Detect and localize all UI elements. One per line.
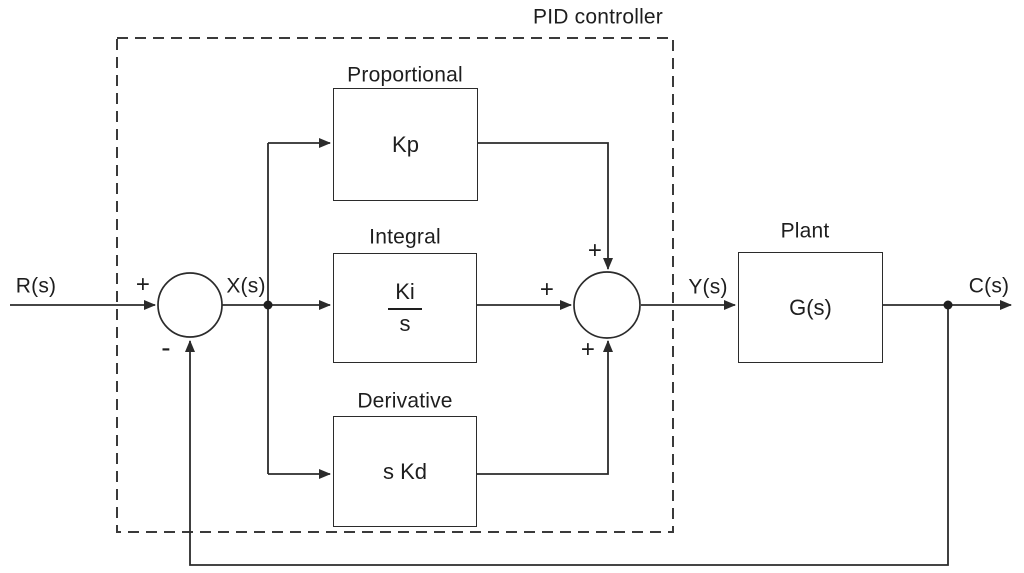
error-summing-junction [157,272,223,338]
output-signal-label: C(s) [968,274,1010,298]
proportional-output-line [478,142,613,270]
output-pickoff-node [943,300,953,310]
proportional-block: Kp [333,88,478,201]
input-signal-label: R(s) [15,274,57,298]
error-junction-plus-sign: + [135,271,151,298]
pid-controller-boundary [116,37,674,533]
derivative-title: Derivative [357,389,453,413]
integral-gain-denominator: s [399,310,411,336]
derivative-block: s Kd [333,416,477,527]
integral-gain-numerator: Ki [388,280,422,310]
error-signal-label: X(s) [226,274,266,298]
plant-block: G(s) [738,252,883,363]
output-junction-top-plus-sign: + [587,237,603,264]
plant-title: Plant [780,219,830,243]
error-junction-minus-sign: - [161,332,171,363]
proportional-title: Proportional [347,63,463,87]
integral-block: Ki s [333,253,477,363]
output-junction-bottom-plus-sign: + [580,336,596,363]
pid-controller-title: PID controller [532,5,664,29]
integral-gain-fraction: Ki s [388,280,422,335]
integral-title: Integral [369,225,441,249]
plant-transfer-label: G(s) [789,294,832,320]
output-junction-left-plus-sign: + [539,276,555,303]
feedback-line [185,305,949,566]
proportional-gain-label: Kp [392,131,419,157]
control-signal-label: Y(s) [688,275,728,299]
derivative-gain-label: s Kd [382,458,428,484]
error-pickoff-node [263,300,273,310]
derivative-output-line [477,340,613,475]
output-summing-junction [573,271,641,339]
